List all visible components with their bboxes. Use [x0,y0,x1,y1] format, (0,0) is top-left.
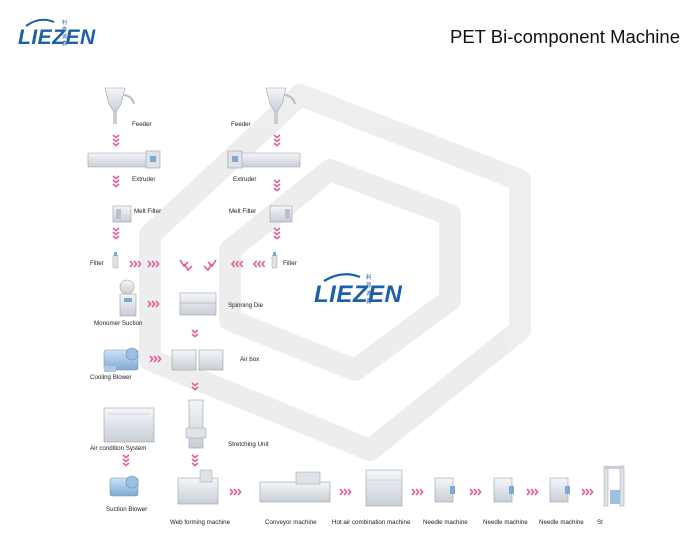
hot-air-combination-machine-icon [365,469,403,507]
label-needle-machine-2: Needle machine [483,519,528,526]
melt-filter-left-icon [112,205,132,223]
label-feeder-left: Feeder [132,121,152,128]
label-air-condition-system: Air condition System [90,445,147,452]
label-needle-machine-3: Needle machine [539,519,584,526]
filter-right-icon [271,252,278,269]
monomer-suction-icon [119,279,137,317]
label-needle-machine-1: Needle machine [423,519,468,526]
logo-text: LIEZEN [18,26,96,49]
stacker-icon [603,465,625,507]
label-melt-filter-right: Melt Filter [229,208,257,215]
extruder-right-icon [227,150,301,169]
label-extruder-right: Extruder [233,176,257,183]
label-air-box: Air box [240,356,260,363]
stretching-unit-icon [185,399,207,449]
extruder-left-icon [87,150,161,169]
needle-machine-1-icon [434,477,455,503]
conveyor-machine-icon [259,471,331,503]
label-web-forming-machine: Web forming machine [170,519,231,526]
label-spinning-die: Spinning Die [228,302,264,309]
air-box-icon [171,349,224,371]
logo-subtext: 利尊诚鑫 [366,275,372,305]
spinning-die-icon [179,292,217,316]
needle-machine-2-icon [493,477,514,503]
logo-swoosh-icon [25,18,55,27]
label-extruder-left: Extruder [132,176,156,183]
label-monomer-suction: Monomer Suction [94,320,143,327]
label-filter-left: Filter [90,260,104,267]
needle-machine-3-icon [549,477,570,503]
label-st: St [597,519,603,526]
label-melt-filter-left: Melt Filter [134,208,162,215]
label-suction-blower: Suction Blower [106,506,148,513]
logo-subtext: 利尊诚鑫 [62,20,68,47]
melt-filter-right-icon [269,205,293,223]
label-conveyor-machine: Conveyor machine [265,519,317,526]
air-condition-system-icon [103,407,155,443]
suction-blower-icon [109,475,139,497]
label-filter-right: Filter [283,260,297,267]
label-cooling-blower: Cooling Blower [90,374,132,381]
label-feeder-right: Feeder [231,121,251,128]
feeder-right-icon [265,87,296,124]
label-hot-air-combination-machine: Hot air combination machine [332,519,411,526]
web-forming-machine-icon [177,469,219,505]
cooling-blower-icon [103,347,139,372]
flow-arrows [112,134,594,496]
page-title: PET Bi-component Machine [450,26,680,47]
filter-left-icon [112,252,119,269]
feeder-left-icon [104,87,135,124]
logo-swoosh-icon [323,273,361,282]
label-stretching-unit: Stretching Unit [228,441,269,448]
logo-text: LIEZEN [314,281,403,308]
